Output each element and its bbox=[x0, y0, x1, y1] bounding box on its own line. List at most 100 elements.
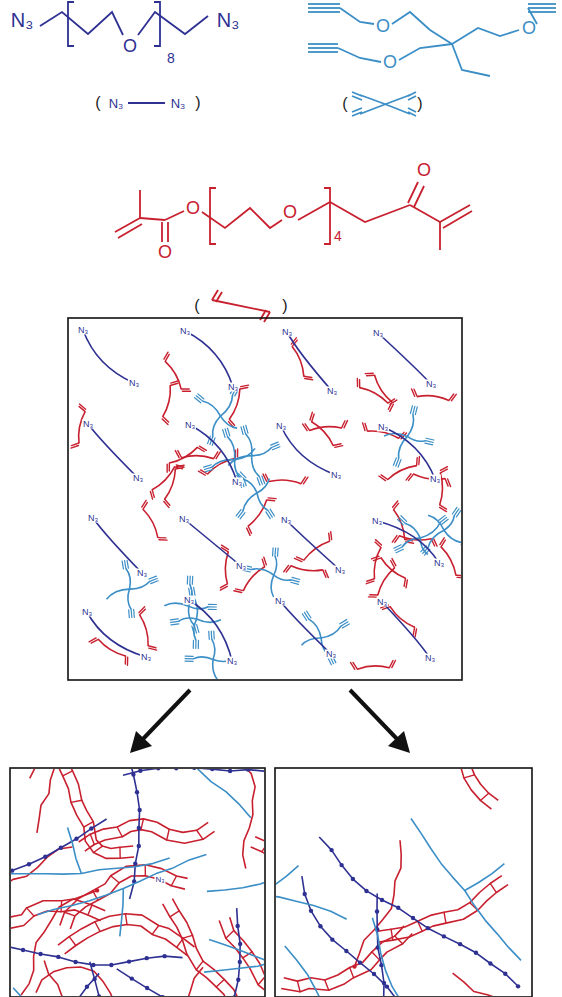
stroke bbox=[291, 582, 299, 584]
stroke bbox=[163, 385, 171, 416]
triazole-dot bbox=[162, 954, 166, 958]
stroke bbox=[11, 899, 105, 941]
formula-label: N₃ bbox=[330, 471, 342, 480]
stroke bbox=[159, 539, 167, 541]
stroke bbox=[192, 626, 194, 634]
formula-label: N₃ bbox=[231, 478, 243, 487]
stroke bbox=[291, 580, 299, 582]
formula-label: N₃ bbox=[326, 387, 338, 396]
triazole-dot bbox=[503, 971, 507, 975]
stroke bbox=[367, 375, 375, 377]
triazole-dot bbox=[309, 909, 313, 913]
stroke bbox=[274, 548, 276, 556]
stroke bbox=[165, 361, 181, 389]
stroke bbox=[11, 858, 170, 876]
stroke bbox=[37, 855, 206, 915]
stroke bbox=[365, 373, 373, 375]
stroke bbox=[69, 937, 76, 946]
stroke bbox=[211, 631, 213, 639]
stroke bbox=[227, 428, 229, 436]
stroke bbox=[195, 640, 196, 648]
stroke bbox=[219, 921, 264, 997]
stroke bbox=[11, 913, 183, 965]
stroke bbox=[198, 640, 199, 648]
stroke bbox=[11, 847, 72, 937]
stroke bbox=[83, 962, 101, 996]
formula-label: N₃ bbox=[235, 562, 247, 571]
stroke bbox=[236, 589, 244, 591]
stroke bbox=[175, 468, 183, 469]
formula-label: N₃ bbox=[325, 650, 337, 659]
triazole-dot bbox=[516, 984, 520, 988]
formula-label: N₃ bbox=[226, 657, 238, 666]
stroke bbox=[150, 578, 157, 581]
stroke bbox=[451, 394, 456, 400]
stroke bbox=[333, 444, 341, 446]
stroke bbox=[416, 458, 418, 466]
stroke bbox=[144, 769, 251, 818]
azide-chain bbox=[382, 602, 430, 658]
stroke bbox=[377, 876, 502, 932]
stroke bbox=[372, 918, 440, 996]
formula-label: ( bbox=[194, 298, 199, 314]
stroke bbox=[251, 847, 264, 912]
formula-label: N₃ bbox=[371, 517, 383, 526]
formula-label: N₃ bbox=[429, 475, 441, 484]
stroke bbox=[223, 430, 225, 438]
stroke bbox=[208, 606, 216, 607]
stroke bbox=[194, 587, 195, 595]
stroke bbox=[281, 934, 412, 992]
stroke bbox=[164, 502, 169, 508]
stroke bbox=[418, 457, 420, 465]
stroke bbox=[413, 627, 414, 635]
formula-label: ) bbox=[195, 95, 200, 111]
stroke bbox=[162, 419, 168, 425]
stroke bbox=[394, 545, 401, 549]
stroke bbox=[406, 474, 411, 480]
stroke bbox=[390, 404, 394, 411]
stroke bbox=[228, 456, 251, 466]
formula-label: O bbox=[522, 19, 536, 37]
stroke bbox=[142, 500, 146, 507]
triazole-dot bbox=[246, 769, 250, 772]
stroke bbox=[377, 894, 386, 996]
stroke bbox=[480, 793, 488, 800]
azide-chain bbox=[87, 612, 146, 657]
formula-label: N₃ bbox=[82, 420, 94, 429]
stroke bbox=[119, 847, 121, 858]
stroke bbox=[123, 769, 264, 775]
stroke bbox=[216, 452, 220, 459]
stroke bbox=[292, 577, 300, 579]
formula-label: N₃ bbox=[81, 608, 93, 617]
stroke bbox=[213, 631, 215, 639]
formula-label: N₃ bbox=[179, 327, 191, 336]
stroke bbox=[127, 560, 128, 568]
stroke bbox=[312, 422, 334, 446]
azide-chains bbox=[83, 330, 439, 661]
formula-label: N₃ bbox=[372, 329, 384, 338]
triazole-dot bbox=[127, 959, 131, 963]
stroke bbox=[209, 940, 264, 981]
stroke bbox=[221, 545, 228, 549]
triazole-dot bbox=[109, 963, 113, 967]
triazole-dot bbox=[160, 995, 164, 996]
triazole-dot bbox=[156, 769, 160, 770]
stroke bbox=[192, 576, 194, 584]
stroke bbox=[297, 981, 300, 992]
stroke bbox=[241, 427, 243, 435]
triazole-dot bbox=[91, 963, 95, 967]
formula-label: N₃ bbox=[77, 326, 89, 335]
azide-chain bbox=[185, 331, 233, 387]
triazole-dot bbox=[442, 934, 446, 938]
formula-label: N₃ bbox=[171, 97, 186, 110]
stroke bbox=[456, 510, 461, 517]
stroke bbox=[357, 378, 359, 386]
stroke bbox=[307, 611, 311, 618]
triazole-dot bbox=[135, 790, 139, 794]
formula-label: O bbox=[283, 203, 297, 221]
stroke bbox=[225, 429, 227, 437]
trialkyne-structure bbox=[308, 4, 556, 116]
stroke bbox=[68, 828, 82, 874]
stroke bbox=[241, 385, 249, 386]
stroke bbox=[392, 660, 396, 667]
